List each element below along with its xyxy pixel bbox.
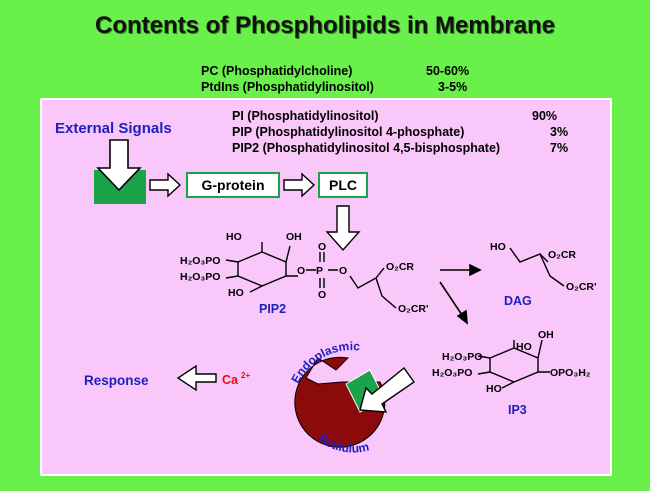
dag-label: DAG [504, 294, 532, 308]
ptdins-pip2-name: PIP2 (Phosphatidylinositol 4,5-bisphosph… [232, 141, 501, 155]
pip2-p: P [316, 265, 323, 277]
membrane-ptdins-pct: 3-5% [438, 80, 468, 94]
pip2-h2o3po-2: H₂O₃PO [180, 271, 220, 283]
pip2-o-1: O [297, 265, 305, 277]
page-title: Contents of Phospholipids in Membrane [94, 12, 555, 39]
ip3-ring-icon [477, 339, 550, 389]
ptdins-pip-name: PIP (Phosphatidylinositol 4-phosphate) [232, 125, 465, 139]
reaction-arrows-icon [439, 263, 482, 325]
ptdins-pi-pct: 90% [532, 109, 558, 123]
membrane-pc-name: PC (Phosphatidylcholine) [201, 64, 353, 78]
external-signals-label: External Signals [55, 120, 172, 137]
ip3-ho-1: HO [516, 341, 532, 353]
pip2-o2cr-prime: O₂CR' [398, 303, 429, 315]
pip2-o-4: O [339, 265, 347, 277]
pip2-oh: OH [286, 231, 302, 243]
pip2-h2o3po-1: H₂O₃PO [180, 255, 220, 267]
pip2-ho-1: HO [226, 231, 242, 243]
signal-arrow-icon [96, 139, 142, 192]
arrow-to-plc-icon [283, 172, 316, 198]
ip3-oh: OH [538, 329, 554, 341]
phosphate-bonds-icon [306, 252, 397, 309]
ip3-h2o3po-1: H₂O₃PO [442, 351, 482, 363]
ptdins-pip2-pct: 7% [550, 141, 569, 155]
pip2-o2cr: O₂CR [386, 261, 414, 273]
dag-bonds-icon [509, 247, 565, 287]
ca-charge: 2+ [241, 371, 250, 380]
plc-box: PLC [318, 172, 368, 198]
pip2-ring-icon [225, 242, 298, 293]
pip2-label: PIP2 [259, 302, 286, 316]
ip3-ho-2: HO [486, 383, 502, 395]
ip3-to-er-arrow-icon [359, 366, 415, 413]
ip3-h2o3po-2: H₂O₃PO [432, 367, 472, 379]
membrane-ptdins-name: PtdIns (Phosphatidylinositol) [201, 80, 374, 94]
membrane-pc-pct: 50-60% [426, 64, 470, 78]
dag-o2cr-prime: O₂CR' [566, 281, 597, 293]
dag-o2cr: O₂CR [548, 249, 576, 261]
g-protein-box: G-protein [186, 172, 280, 198]
ip3-label: IP3 [508, 403, 527, 417]
response-label: Response [84, 373, 149, 388]
ca-label: Ca [222, 373, 239, 387]
plc-down-arrow-icon [325, 205, 361, 252]
er-icon [294, 356, 386, 448]
pip2-ho-2: HO [228, 287, 244, 299]
arrow-to-gprotein-icon [149, 172, 182, 198]
pip2-o-3: O [318, 289, 326, 301]
dag-ho: HO [490, 241, 506, 253]
ptdins-pi-name: PI (Phosphatidylinositol) [232, 109, 379, 123]
ip3-opo3h2: OPO₃H₂ [550, 367, 591, 379]
pip2-o-2: O [318, 241, 326, 253]
ptdins-pip-pct: 3% [550, 125, 569, 139]
ca-to-response-arrow-icon [176, 364, 217, 392]
